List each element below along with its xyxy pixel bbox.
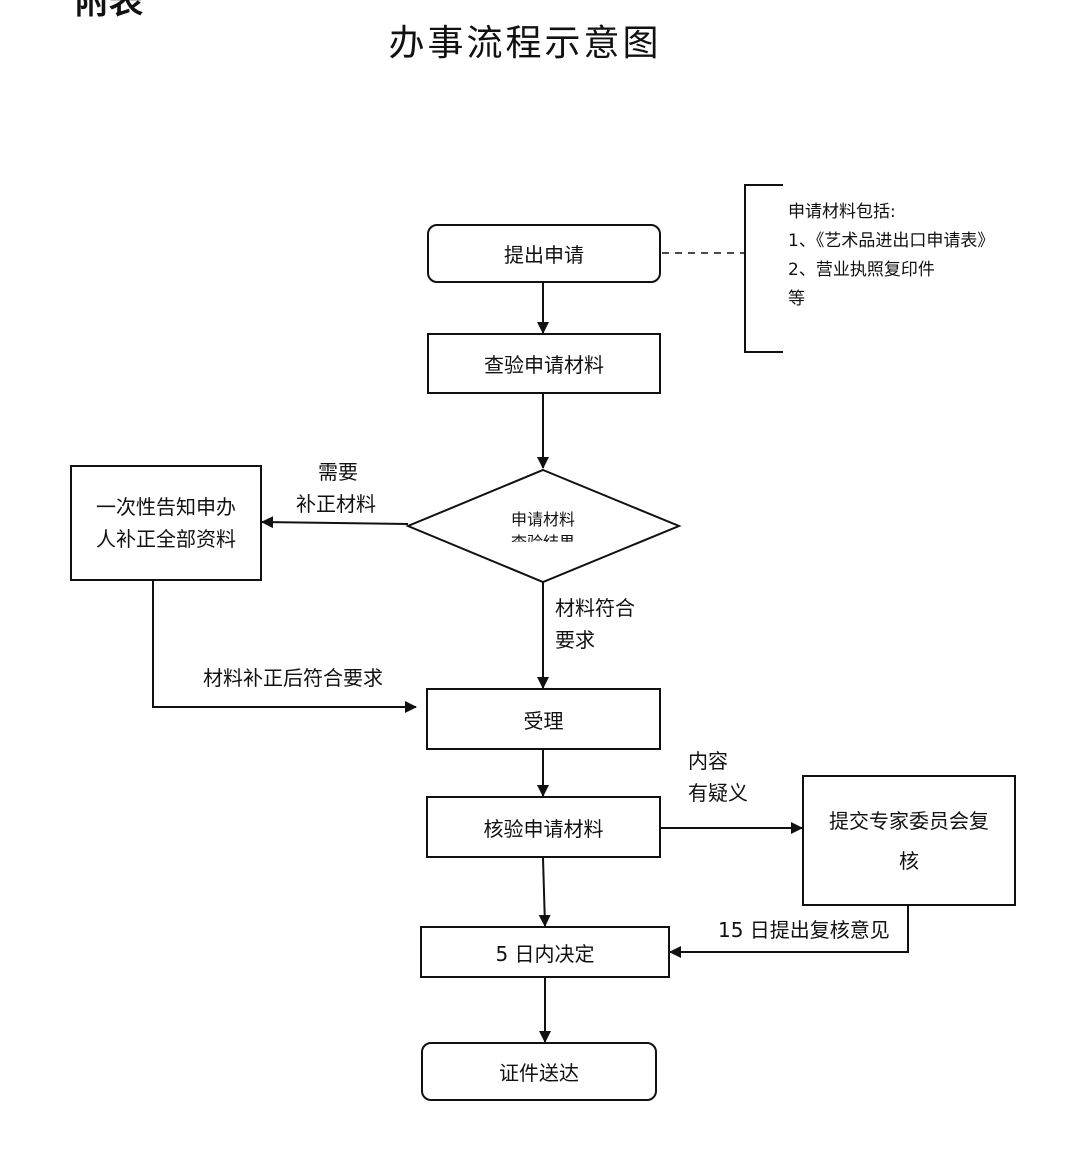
label-content-doubt: 内容 有疑义 bbox=[688, 745, 748, 809]
ok-line1: 材料符合 bbox=[555, 596, 635, 620]
arrow-decision-notify bbox=[261, 516, 409, 529]
ok-line2: 要求 bbox=[555, 628, 595, 652]
need-line1: 需要 bbox=[318, 460, 358, 484]
node-deliver-label: 证件送达 bbox=[499, 1061, 579, 1085]
appendix-label: 附表 bbox=[75, 0, 143, 22]
arrow-expert-decide bbox=[669, 905, 909, 958]
node-submit: 提出申请 bbox=[427, 224, 661, 283]
node-decide-label: 5 日内决定 bbox=[495, 941, 595, 966]
expert-line1: 提交专家委员会复 bbox=[829, 808, 989, 833]
label-corrected: 材料补正后符合要求 bbox=[203, 666, 383, 690]
note-heading: 申请材料包括: bbox=[788, 202, 896, 222]
need-line2: 补正材料 bbox=[296, 492, 376, 516]
label-review-opinion: 15 日提出复核意见 bbox=[718, 918, 890, 942]
node-verify-label: 核验申请材料 bbox=[483, 816, 604, 841]
node-check: 查验申请材料 bbox=[427, 333, 661, 394]
node-accept: 受理 bbox=[426, 688, 661, 750]
arrow-verify-decide bbox=[538, 857, 551, 927]
note-item: 1、《艺术品进出口申请表》 bbox=[788, 231, 995, 251]
node-verify: 核验申请材料 bbox=[426, 796, 661, 858]
note-bracket bbox=[744, 184, 783, 353]
node-submit-label: 提出申请 bbox=[504, 243, 584, 267]
node-notify: 一次性告知申办 人补正全部资料 bbox=[70, 465, 262, 581]
notify-line1: 一次性告知申办 bbox=[96, 495, 236, 519]
node-accept-label: 受理 bbox=[523, 708, 564, 733]
node-deliver: 证件送达 bbox=[421, 1042, 657, 1101]
notify-line2: 人补正全部资料 bbox=[96, 527, 236, 551]
materials-note: 申请材料包括: 1、《艺术品进出口申请表》 2、营业执照复印件 等 bbox=[788, 198, 994, 314]
doubt-line1: 内容 bbox=[688, 749, 728, 773]
decision-line2: 查验结果 bbox=[460, 531, 626, 542]
note-item: 等 bbox=[788, 289, 805, 309]
decision-line1: 申请材料 bbox=[510, 510, 575, 529]
label-meets-requirements: 材料符合 要求 bbox=[555, 592, 635, 656]
note-item: 2、营业执照复印件 bbox=[788, 260, 935, 280]
arrow-notify-accept bbox=[152, 568, 417, 713]
page-title: 办事流程示意图 bbox=[388, 23, 662, 64]
node-expert: 提交专家委员会复 核 bbox=[802, 775, 1016, 906]
node-check-label: 查验申请材料 bbox=[484, 353, 604, 377]
label-need-supplement: 需要 补正材料 bbox=[296, 456, 376, 520]
node-decision-text: 申请材料 查验结果 bbox=[460, 508, 626, 542]
expert-line2: 核 bbox=[899, 848, 919, 873]
doubt-line2: 有疑义 bbox=[688, 781, 748, 805]
node-decide: 5 日内决定 bbox=[420, 926, 670, 978]
